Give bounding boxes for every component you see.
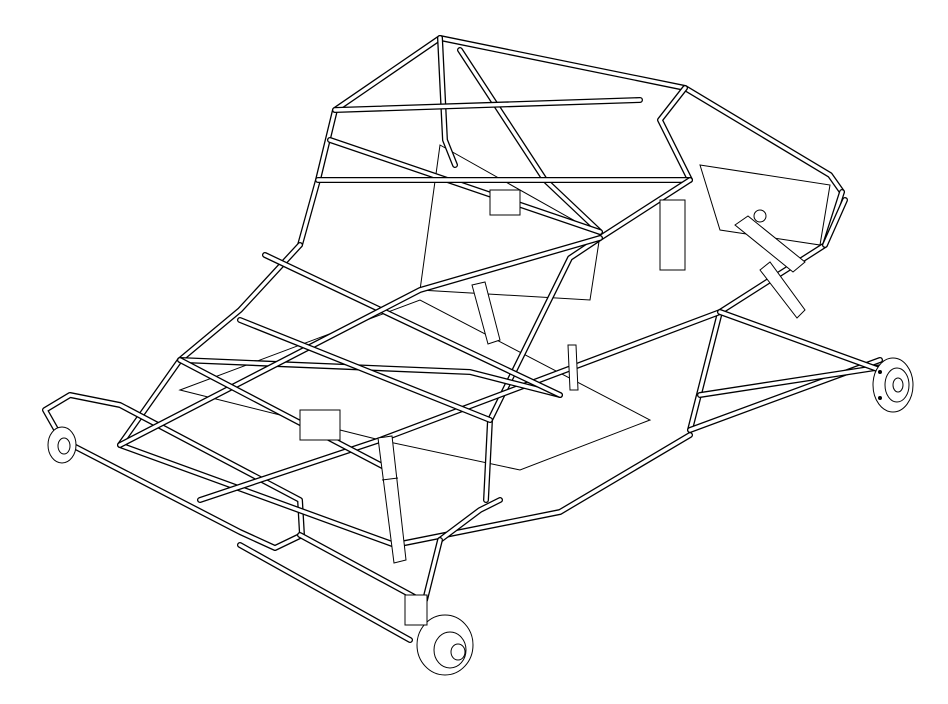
suspension-parts	[47, 189, 914, 676]
lower-side-rail	[117, 432, 693, 548]
front-upright-tube	[422, 537, 443, 603]
steering-column	[471, 281, 579, 391]
front-left-hub	[404, 594, 474, 676]
roof-rail-right	[437, 35, 845, 195]
front-a-arm-upper	[297, 532, 423, 603]
rear-trailing-arm-lower	[697, 362, 898, 398]
rear-shock-absorber	[734, 209, 806, 319]
floor-diagonal	[237, 317, 493, 423]
front-left-hub-small	[47, 426, 77, 464]
rear-trailing-arm-brace	[717, 309, 883, 373]
roof-rail-left	[297, 35, 443, 248]
main-hoop-left	[483, 177, 693, 503]
front-pillar	[117, 242, 303, 448]
floor-pan	[178, 299, 652, 471]
front-diagonal-2	[117, 235, 603, 448]
rear-right-hub	[872, 357, 914, 413]
roof-crossbar-1	[332, 97, 643, 113]
roof-center-tube	[437, 35, 458, 168]
front-diagonal-1	[262, 252, 563, 398]
front-diagonal-3	[177, 357, 393, 473]
front-shock-absorber	[377, 435, 407, 564]
front-tie-rod	[437, 497, 503, 543]
seat-brackets	[299, 189, 686, 441]
roof-crossbar-2	[327, 137, 603, 235]
rear-roof-crossbar	[657, 85, 693, 183]
engine-bay-tube	[822, 197, 848, 248]
frame-tubes	[42, 35, 898, 643]
front-a-arm-lower	[237, 542, 413, 643]
